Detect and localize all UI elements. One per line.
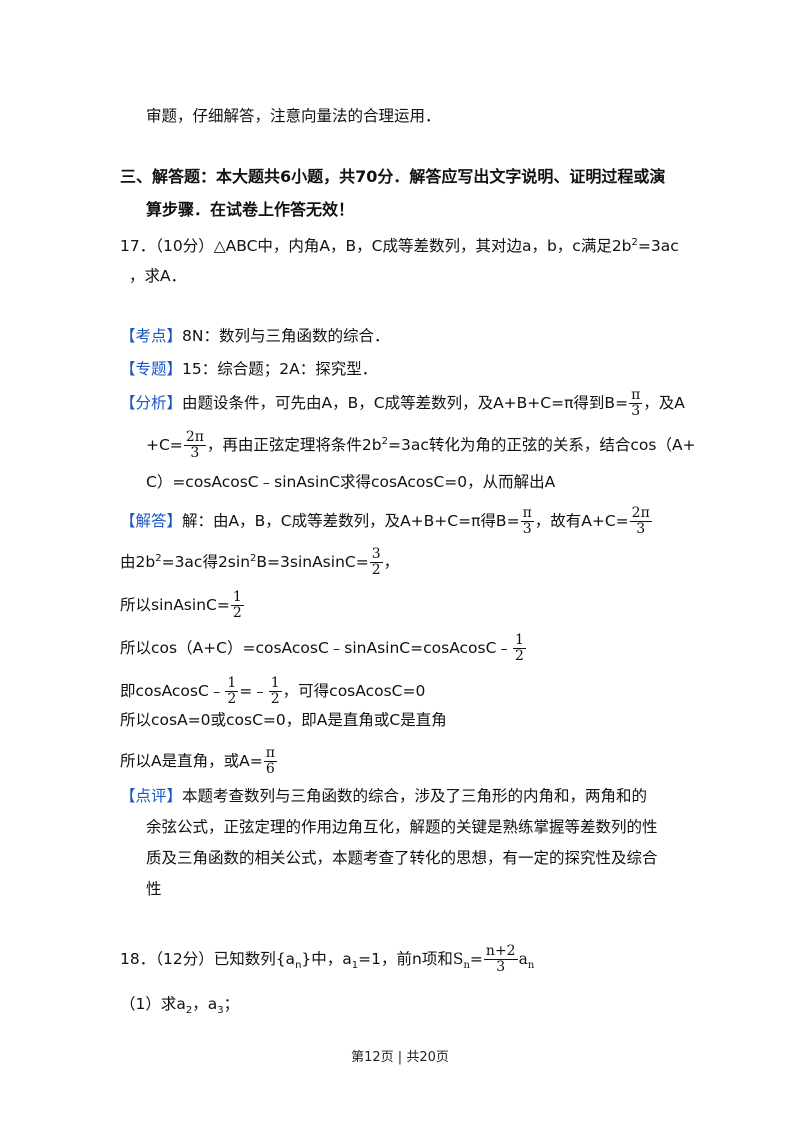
kaodian-tag: 【考点】 [120,327,183,345]
fenxi-line3: C）=cosAcosC﹣sinAsinC求得cosAcosC=0，从而解出A [146,473,556,491]
q17-stem-line2: ，求A． [129,267,187,285]
q17-stem-line1: 17．（10分）△ABC中，内角A，B，C成等差数列，其对边a，b，c满足2b2… [120,237,679,256]
jieda-tag: 【解答】 [120,512,183,530]
footer-separator: | [397,1050,403,1065]
page-total: 共20页 [406,1050,449,1065]
dianping-line1: 【点评】本题考查数列与三角函数的综合，涉及了三角形的内角和，两角和的 [120,787,648,805]
solution-line6: 所以cosA=0或cosC=0，即A是直角或C是直角 [120,711,447,729]
page-footer: 第12页 | 共20页 [0,1046,800,1065]
dianping-line4: 性 [146,880,162,898]
page-number: 第12页 [351,1050,394,1065]
zhuanti-tag: 【专题】 [120,360,183,378]
q18-part1: （1）求a2，a3； [120,995,240,1017]
dianping-line3: 质及三角函数的相关公式，本题考查了转化的思想，有一定的探究性及综合 [146,849,658,867]
fenxi-tag: 【分析】 [120,394,183,412]
section-heading-line1: 三、解答题：本大题共6小题，共70分．解答应写出文字说明、证明过程或演 [120,167,666,186]
section-heading-line2: 算步骤．在试卷上作答无效！ [146,200,355,219]
zhuanti-line: 【专题】15：综合题；2A：探究型． [120,360,378,378]
kaodian-line: 【考点】8N：数列与三角函数的综合． [120,327,390,345]
dianping-line2: 余弦公式，正弦定理的作用边角互化，解题的关键是熟练掌握等差数列的性 [146,818,658,836]
dianping-tag: 【点评】 [120,787,183,805]
intro-line: 审题，仔细解答，注意向量法的合理运用． [146,107,441,125]
